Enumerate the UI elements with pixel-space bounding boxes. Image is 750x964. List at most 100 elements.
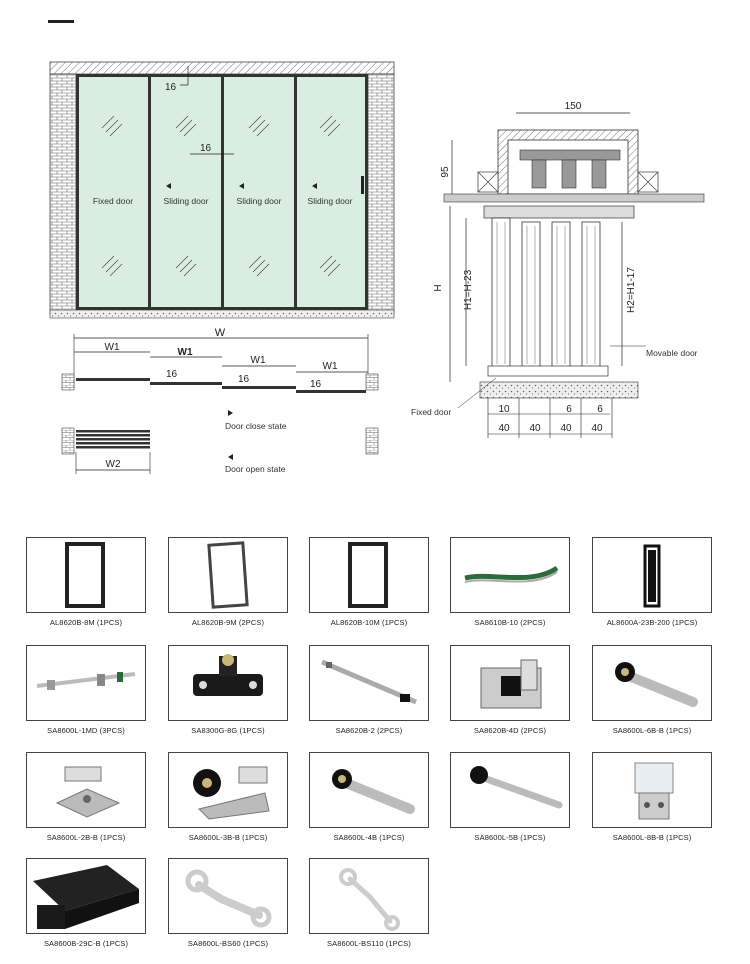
part-card: SA8600L-1MD (3PCS) <box>26 645 146 735</box>
part-code: AL8600A-23B-200 (1PCS) <box>606 618 698 627</box>
plan-w1-c: W1 <box>251 355 266 366</box>
part-code: SA8600L-BS60 (1PCS) <box>187 939 269 948</box>
section-drawing: 150 95 H H1=H-23 H2=H1-17 Movable door F… <box>411 101 705 438</box>
panel-profiles <box>491 217 601 369</box>
part-card: SA8600L-5B (1PCS) <box>450 752 570 842</box>
plan-overall-width: W <box>215 327 226 339</box>
part-card: AL8620B-8M (1PCS) <box>26 537 146 627</box>
part-card: SA8610B-10 (2PCS) <box>450 537 570 627</box>
part-card: SA8600L-BS110 (1PCS) <box>309 858 429 948</box>
part-code: AL8620B-8M (1PCS) <box>49 618 123 627</box>
elevation-drawing: Fixed door Sliding door Sliding door Sli… <box>49 61 395 319</box>
part-code: SA8600B-29C-B (1PCS) <box>43 939 129 948</box>
part-card: AL8600A-23B-200 (1PCS) <box>592 537 712 627</box>
part-code: SA8600L-4B (1PCS) <box>333 833 405 842</box>
part-image <box>168 645 288 721</box>
part-code: SA8620B-4D (2PCS) <box>473 726 547 735</box>
part-image <box>168 752 288 828</box>
bracket-rollers-icon <box>55 766 121 818</box>
part-code: SA8600L-6B-B (1PCS) <box>612 726 692 735</box>
part-image <box>309 645 429 721</box>
plan-offset-1: 16 <box>166 369 178 380</box>
left-brick-wall <box>49 73 77 315</box>
plan-w1-a: W1 <box>105 342 120 353</box>
arm-wheel-icon <box>615 662 698 707</box>
part-card: SA8600L-4B (1PCS) <box>309 752 429 842</box>
bracket-clear-icon <box>634 762 674 820</box>
door-handle <box>361 176 364 194</box>
part-image <box>168 537 288 613</box>
part-code: SA8600L-5B (1PCS) <box>474 833 546 842</box>
part-code: SA8600L-3B-B (1PCS) <box>188 833 268 842</box>
part-image <box>26 645 146 721</box>
part-image <box>26 858 146 934</box>
elevation-dim-top: 16 <box>165 82 177 93</box>
part-image <box>168 858 288 934</box>
section-width-1: 40 <box>498 423 510 434</box>
stacked-panels <box>76 430 150 449</box>
panel-label-4: Sliding door <box>308 196 353 206</box>
bracket-wheel-icon <box>193 766 270 820</box>
part-image <box>309 537 429 613</box>
panel-label-2: Sliding door <box>164 196 209 206</box>
plan-open-width: W2 <box>106 459 121 470</box>
section-offset-1: 10 <box>498 404 510 415</box>
frame-light-icon <box>207 541 249 609</box>
part-image <box>309 752 429 828</box>
part-card: SA8600L-6B-B (1PCS) <box>592 645 712 735</box>
part-image <box>26 752 146 828</box>
section-width-3: 40 <box>560 423 572 434</box>
panel-label-3: Sliding door <box>237 196 282 206</box>
arm-long-icon <box>470 766 563 809</box>
part-code: SA8600L-8B-B (1PCS) <box>612 833 692 842</box>
part-image <box>450 645 570 721</box>
section-width-4: 40 <box>591 423 603 434</box>
rod-assembly-icon <box>36 672 136 690</box>
fixed-door-label: Fixed door <box>411 407 451 417</box>
right-brick-wall <box>367 73 395 315</box>
part-card: SA8620B-4D (2PCS) <box>450 645 570 735</box>
part-code: SA8300G-8G (1PCS) <box>191 726 265 735</box>
part-code: SA8600L-BS110 (1PCS) <box>327 939 411 948</box>
part-image <box>450 537 570 613</box>
section-h2: H2=H1-17 <box>626 267 637 313</box>
clamp-icon <box>480 659 542 709</box>
part-code: AL8620B-9M (2PCS) <box>191 618 265 627</box>
part-card: AL8620B-10M (1PCS) <box>309 537 429 627</box>
frame-dark-icon <box>65 542 105 608</box>
plan-w1-b: W1 <box>178 347 193 358</box>
part-card: SA8300G-8G (1PCS) <box>168 645 288 735</box>
section-offset-2: 6 <box>566 404 572 415</box>
plan-offset-2: 16 <box>238 374 250 385</box>
part-code: SA8600L-1MD (3PCS) <box>47 726 125 735</box>
plan-offset-3: 16 <box>310 379 322 390</box>
plan-w1-d: W1 <box>323 361 338 372</box>
section-top-height: 95 <box>440 166 451 178</box>
roller-block-icon <box>193 654 263 696</box>
part-card: SA8600L-BS60 (1PCS) <box>168 858 288 948</box>
roller-assemblies <box>519 149 621 189</box>
frame-dark-icon <box>348 542 388 608</box>
section-offset-3: 6 <box>597 404 603 415</box>
part-image <box>592 752 712 828</box>
part-code: SA8600L-2B-B (1PCS) <box>46 833 126 842</box>
wrench-thin-icon <box>339 868 400 931</box>
wrench-icon <box>185 869 272 928</box>
movable-door-label: Movable door <box>646 348 698 358</box>
part-image <box>592 645 712 721</box>
part-card: SA8600L-2B-B (1PCS) <box>26 752 146 842</box>
legend-open-state: Door open state <box>225 464 286 474</box>
part-card: AL8620B-9M (2PCS) <box>168 537 288 627</box>
part-image <box>26 537 146 613</box>
part-card: SA8600B-29C-B (1PCS) <box>26 858 146 948</box>
panel-label-1: Fixed door <box>93 196 133 206</box>
stopper-rail-icon <box>321 659 417 705</box>
part-card: SA8620B-2 (2PCS) <box>309 645 429 735</box>
part-code: SA8610B-10 (2PCS) <box>474 618 546 627</box>
section-width-2: 40 <box>529 423 541 434</box>
legend-close-state: Door close state <box>225 421 287 431</box>
plan-drawing: W W1 W1 W1 W1 16 16 16 W2 Door close sta… <box>61 327 379 474</box>
part-card: SA8600L-8B-B (1PCS) <box>592 752 712 842</box>
section-h1: H1=H-23 <box>463 269 474 310</box>
